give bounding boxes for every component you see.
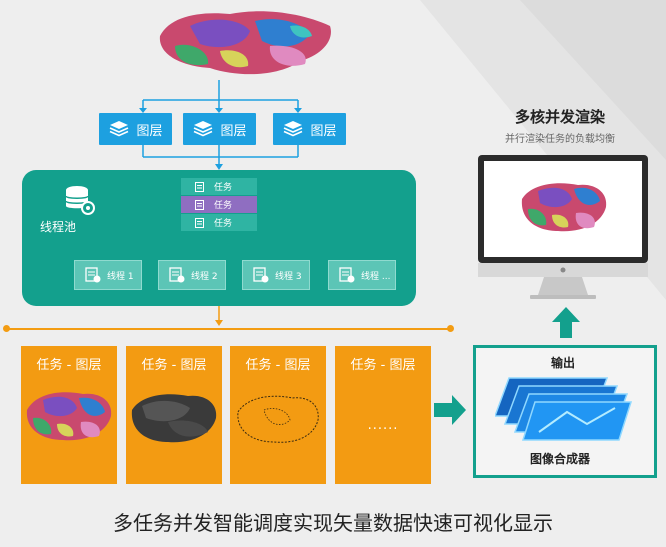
task-row: 任务 (181, 196, 257, 214)
task-panel-3: 任务 - 图层 (230, 346, 326, 484)
layer-label: 图层 (136, 123, 163, 139)
task-panel-4: 任务 - 图层 ...... (335, 346, 431, 484)
thread-icon (85, 267, 101, 283)
task-panel-1: 任务 - 图层 (21, 346, 117, 484)
task-panel-title: 任务 - 图层 (36, 358, 102, 373)
task-queue: 任务 任务 任务 (181, 178, 257, 232)
monitor-icon (478, 155, 648, 299)
thread-icon (339, 267, 355, 283)
stacked-images-icon (495, 377, 633, 441)
render-subtitle: 并行渲染任务的负载均衡 (505, 134, 615, 145)
task-label: 任务 (214, 201, 233, 211)
distribution-dot-left (3, 325, 10, 332)
thread-box-2: 线程 2 (158, 260, 226, 290)
compositor-name: 图像合成器 (530, 452, 591, 466)
layer-label: 图层 (310, 123, 337, 139)
thread-label: 线程 2 (191, 271, 218, 282)
layer-box-2: 图层 (183, 113, 256, 145)
task-icon (195, 199, 204, 210)
dark-map-image (131, 394, 217, 443)
task-row: 任务 (181, 178, 257, 196)
thread-label: 线程 ... (361, 271, 391, 282)
database-gear-icon (65, 186, 95, 215)
task-icon (195, 181, 204, 192)
layers-icon (284, 121, 303, 137)
diagram-caption: 多任务并发智能调度实现矢量数据快速可视化显示 (113, 511, 553, 535)
distribution-line (6, 328, 452, 330)
task-icon (195, 217, 204, 228)
layer-box-3: 图层 (273, 113, 346, 145)
task-panel-title: 任务 - 图层 (245, 358, 311, 373)
task-label: 任务 (214, 219, 233, 229)
thread-box-1: 线程 1 (74, 260, 142, 290)
task-panel-2: 任务 - 图层 (126, 346, 222, 484)
layer-box-1: 图层 (99, 113, 172, 145)
layers-icon (194, 121, 213, 137)
vector-map-image (159, 11, 331, 75)
thread-label: 线程 3 (275, 271, 302, 282)
thread-box-4: 线程 ... (328, 260, 396, 290)
layers-icon (110, 121, 129, 137)
render-title: 多核并发渲染 (514, 108, 605, 126)
task-panel-ellipsis: ...... (367, 418, 399, 433)
task-panel-title: 任务 - 图层 (350, 358, 416, 373)
layer-label: 图层 (220, 123, 247, 139)
task-row: 任务 (181, 214, 257, 232)
thread-pool-label: 线程池 (40, 220, 77, 234)
thread-box-3: 线程 3 (242, 260, 310, 290)
thread-icon (253, 267, 269, 283)
outline-map-image (237, 395, 319, 443)
distribution-dot-right (447, 325, 454, 332)
task-label: 任务 (214, 183, 233, 193)
thread-icon (169, 267, 185, 283)
output-label: 输出 (551, 356, 576, 370)
colored-map-image (26, 392, 112, 441)
thread-label: 线程 1 (107, 271, 134, 282)
task-panel-title: 任务 - 图层 (141, 358, 207, 373)
